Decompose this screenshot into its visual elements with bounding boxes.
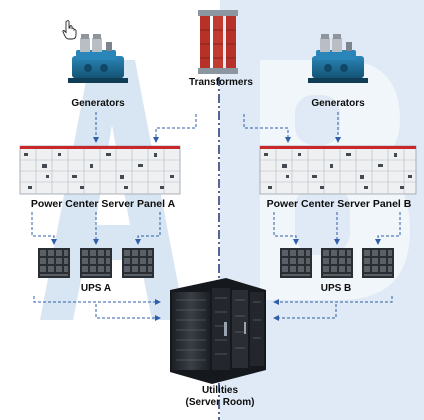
generator-left — [68, 34, 128, 83]
ups-b-label: UPS B — [320, 283, 352, 294]
arrow-transformer-to-panel-a — [153, 114, 197, 143]
hand-pointer-icon — [62, 20, 77, 40]
arrow-transformer-to-panel-b — [243, 114, 291, 143]
panel-a-label: Power Center Server Panel A — [30, 198, 176, 210]
ups-a-unit-2 — [80, 248, 112, 278]
transformers-label: Transformers — [189, 77, 253, 88]
transformer — [198, 10, 238, 74]
panel-b-label: Power Center Server Panel B — [266, 198, 412, 210]
arrow-panel-a-to-ups-a1 — [31, 212, 57, 245]
ups-b-unit-1 — [280, 248, 312, 278]
generator-right — [308, 34, 368, 83]
server-rack-cluster — [170, 278, 266, 384]
switchgear-panel-a — [19, 145, 181, 195]
arrow-panel-a-to-ups-a3 — [135, 212, 161, 245]
arrow-ups-b-mid-to-servers — [273, 304, 337, 321]
generators-right-label: Generators — [311, 98, 365, 109]
arrow-panel-b-to-ups-b3 — [375, 212, 401, 245]
ups-a-unit-1 — [38, 248, 70, 278]
switchgear-panel-b — [259, 145, 417, 195]
generators-left-label: Generators — [71, 98, 125, 109]
ups-a-unit-3 — [122, 248, 154, 278]
utilities-label-line1: Utilities — [201, 385, 239, 396]
ups-b-unit-2 — [321, 248, 353, 278]
ups-a-label: UPS A — [80, 283, 112, 294]
arrow-panel-b-to-ups-b1 — [273, 212, 299, 245]
ups-b-unit-3 — [362, 248, 394, 278]
utilities-label-line2: (Server Room) — [185, 397, 255, 408]
arrow-ups-b-to-servers — [273, 296, 393, 305]
utilities-label: Utilities (Server Room) — [168, 385, 272, 409]
arrow-ups-a-to-servers — [33, 296, 161, 305]
arrow-ups-a-mid-to-servers — [95, 304, 161, 321]
